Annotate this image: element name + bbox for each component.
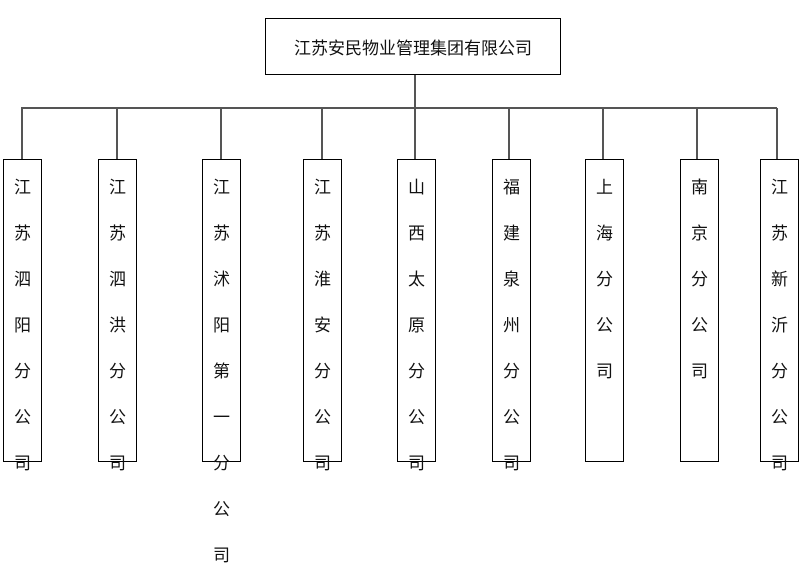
branch-connector — [116, 108, 118, 159]
horizontal-connector — [21, 107, 777, 109]
branch-label: 江苏泗洪分公司 — [109, 178, 126, 474]
root-node: 江苏安民物业管理集团有限公司 — [265, 18, 561, 75]
branch-connector — [21, 108, 23, 159]
branch-label: 江苏淮安分公司 — [314, 178, 331, 474]
root-connector — [414, 75, 416, 108]
branch-label: 上海分公司 — [596, 178, 613, 382]
branch-connector — [602, 108, 604, 159]
branch-node: 上海分公司 — [585, 159, 624, 462]
branch-label: 福建泉州分公司 — [503, 178, 520, 474]
branch-node: 江苏泗阳分公司 — [3, 159, 42, 474]
branch-label: 山西太原分公司 — [408, 178, 425, 474]
branch-connector — [776, 108, 778, 159]
branch-label: 江苏新沂分公司 — [771, 178, 788, 474]
branch-label: 江苏沭阳第一分公司 — [213, 178, 230, 566]
branch-label: 江苏泗阳分公司 — [14, 178, 31, 474]
branch-node: 江苏新沂分公司 — [760, 159, 799, 474]
root-label: 江苏安民物业管理集团有限公司 — [294, 39, 532, 59]
branch-node: 福建泉州分公司 — [492, 159, 531, 474]
branch-connector — [508, 108, 510, 159]
branch-node: 江苏泗洪分公司 — [98, 159, 137, 474]
branch-connector — [220, 108, 222, 159]
branch-label: 南京分公司 — [691, 178, 708, 382]
branch-connector — [696, 108, 698, 159]
branch-node: 南京分公司 — [680, 159, 719, 462]
branch-node: 江苏沭阳第一分公司 — [202, 159, 241, 566]
branch-node: 山西太原分公司 — [397, 159, 436, 474]
branch-connector — [414, 108, 416, 159]
branch-node: 江苏淮安分公司 — [303, 159, 342, 474]
branch-connector — [321, 108, 323, 159]
